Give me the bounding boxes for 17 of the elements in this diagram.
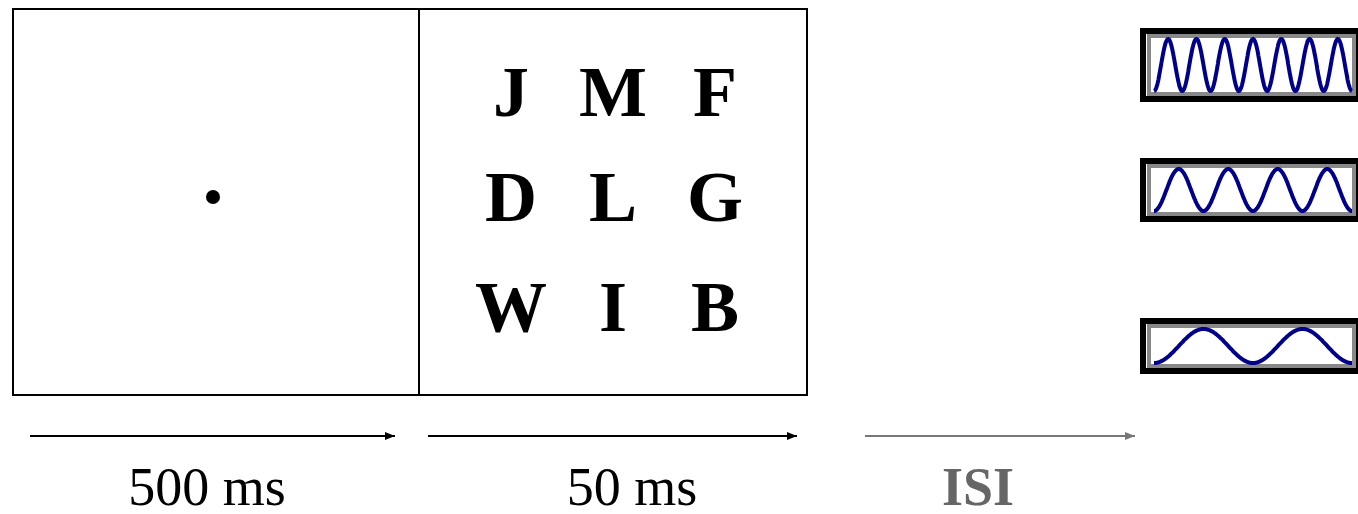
letter: J bbox=[493, 56, 529, 129]
letter: G bbox=[687, 160, 743, 233]
letter: L bbox=[589, 160, 637, 233]
tone-wave-drawing bbox=[1140, 318, 1358, 374]
tone-wave-drawing bbox=[1140, 158, 1358, 222]
letter: D bbox=[485, 160, 537, 233]
letter: F bbox=[693, 56, 737, 129]
letter: B bbox=[691, 270, 739, 343]
letter: I bbox=[599, 270, 627, 343]
letter: W bbox=[475, 270, 547, 343]
stimulus-panel bbox=[418, 8, 808, 396]
fixation-panel bbox=[12, 8, 420, 396]
duration-label: ISI bbox=[941, 460, 1015, 514]
letter: M bbox=[579, 56, 647, 129]
duration-label: 500 ms bbox=[128, 460, 286, 514]
tone-wave-drawing bbox=[1140, 28, 1358, 102]
duration-label: 50 ms bbox=[566, 460, 698, 514]
